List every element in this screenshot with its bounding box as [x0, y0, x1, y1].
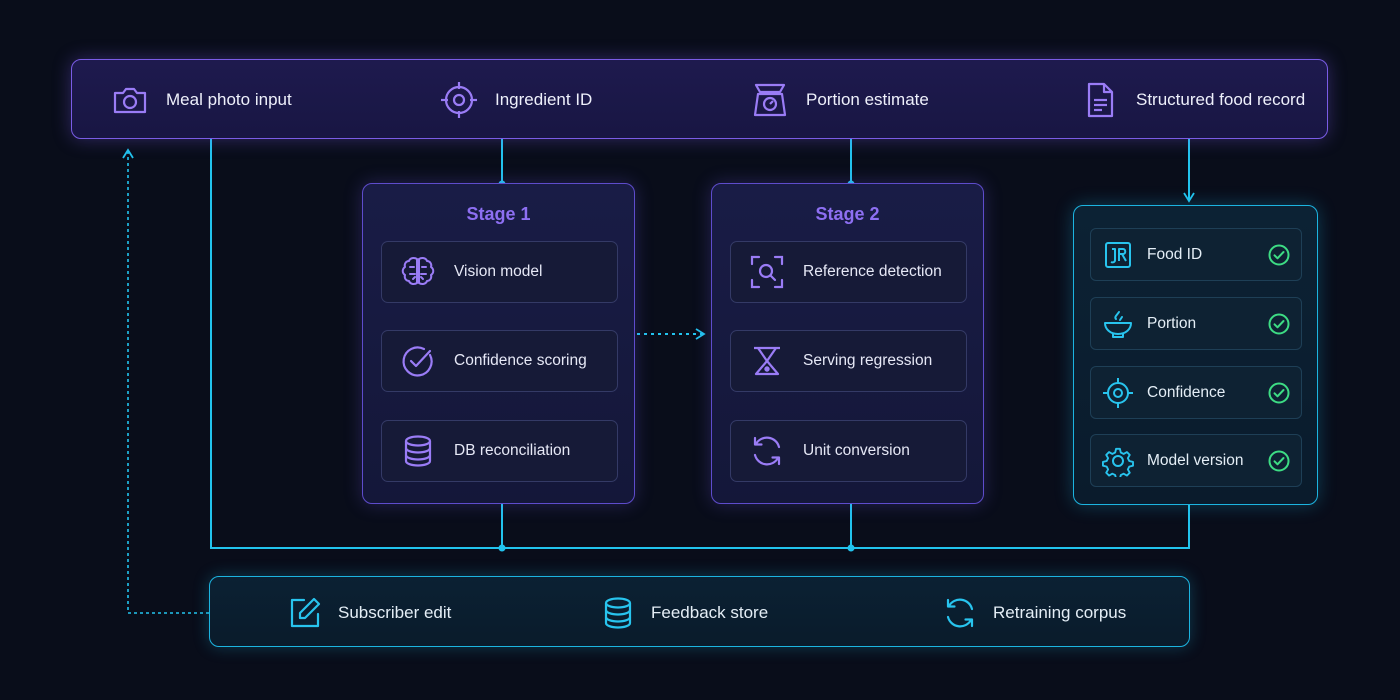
brain-icon: [398, 252, 438, 292]
pipeline-bar: Meal photo input Ingredient ID Portion e…: [71, 59, 1328, 139]
pipeline-step-structured-record[interactable]: Structured food record: [1080, 60, 1305, 140]
pipeline-step-portion-estimate[interactable]: Portion estimate: [750, 60, 929, 140]
stage2-title: Stage 2: [815, 204, 880, 224]
database-icon: [398, 431, 438, 471]
output-bus-line: [210, 139, 1190, 549]
stage2-panel: Stage 2 Reference detection Serving regr…: [711, 183, 984, 504]
check-gauge-icon: [398, 341, 438, 381]
pipeline-step-label: Ingredient ID: [495, 90, 593, 109]
feedback-loop-line: [122, 148, 209, 614]
pipeline-step-label: Structured food record: [1136, 90, 1306, 109]
check-circle-icon: [1267, 243, 1291, 267]
feedback-step-label: Retraining corpus: [993, 602, 1127, 622]
stage1-panel: Stage 1 Vision model Confidence scoring: [362, 183, 635, 504]
stage1-item-label: Confidence scoring: [454, 352, 587, 369]
stage1-item-label: DB reconciliation: [454, 442, 571, 459]
refresh-icon: [941, 594, 979, 632]
crosshair-icon: [1101, 376, 1135, 410]
edit-icon: [286, 594, 324, 632]
feedback-bar: Subscriber edit Feedback store Retrainin…: [209, 576, 1190, 647]
camera-icon: [110, 80, 150, 120]
feedback-step-feedback-store[interactable]: Feedback store: [599, 577, 768, 648]
bowl-icon: [1101, 307, 1135, 341]
check-circle-icon: [1267, 312, 1291, 336]
stage2-item-label: Serving regression: [803, 352, 933, 369]
stage1-item-vision-model[interactable]: Vision model: [381, 241, 618, 303]
record-field-label: Confidence: [1147, 383, 1226, 401]
record-field-food-id[interactable]: Food ID: [1090, 228, 1302, 281]
stage2-item-unit-conversion[interactable]: Unit conversion: [730, 420, 967, 482]
stage1-title: Stage 1: [466, 204, 531, 224]
document-icon: [1080, 80, 1120, 120]
feedback-step-retraining-corpus[interactable]: Retraining corpus: [941, 577, 1126, 648]
feedback-step-subscriber-edit[interactable]: Subscriber edit: [286, 577, 451, 648]
record-field-label: Model version: [1147, 451, 1244, 469]
stage2-item-reference-detection[interactable]: Reference detection: [730, 241, 967, 303]
crosshair-icon: [439, 80, 479, 120]
pipeline-step-ingredient-id[interactable]: Ingredient ID: [439, 60, 592, 140]
id-badge-icon: [1101, 238, 1135, 272]
stage2-item-label: Reference detection: [803, 263, 942, 280]
record-field-model-version[interactable]: Model version: [1090, 434, 1302, 487]
pipeline-step-meal-photo[interactable]: Meal photo input: [110, 60, 292, 140]
stage1-item-confidence-scoring[interactable]: Confidence scoring: [381, 330, 618, 392]
feedback-step-label: Feedback store: [651, 602, 769, 622]
record-field-label: Portion: [1147, 314, 1197, 332]
gear-icon: [1101, 444, 1135, 478]
database-icon: [599, 594, 637, 632]
check-circle-icon: [1267, 381, 1291, 405]
pipeline-step-label: Portion estimate: [806, 90, 929, 109]
scan-search-icon: [747, 252, 787, 292]
stage1-item-db-reconciliation[interactable]: DB reconciliation: [381, 420, 618, 482]
kitchen-scale-icon: [750, 80, 790, 120]
feedback-step-label: Subscriber edit: [338, 602, 452, 622]
stage1-item-label: Vision model: [454, 263, 543, 280]
structured-record-panel: Food ID Portion: [1073, 205, 1318, 505]
record-field-confidence[interactable]: Confidence: [1090, 366, 1302, 419]
record-field-label: Food ID: [1147, 245, 1203, 263]
check-circle-icon: [1267, 449, 1291, 473]
pipeline-step-label: Meal photo input: [166, 90, 292, 109]
scale-icon: [747, 341, 787, 381]
record-field-portion[interactable]: Portion: [1090, 297, 1302, 350]
stage2-item-serving-regression[interactable]: Serving regression: [730, 330, 967, 392]
stage2-item-label: Unit conversion: [803, 442, 910, 459]
refresh-icon: [747, 431, 787, 471]
